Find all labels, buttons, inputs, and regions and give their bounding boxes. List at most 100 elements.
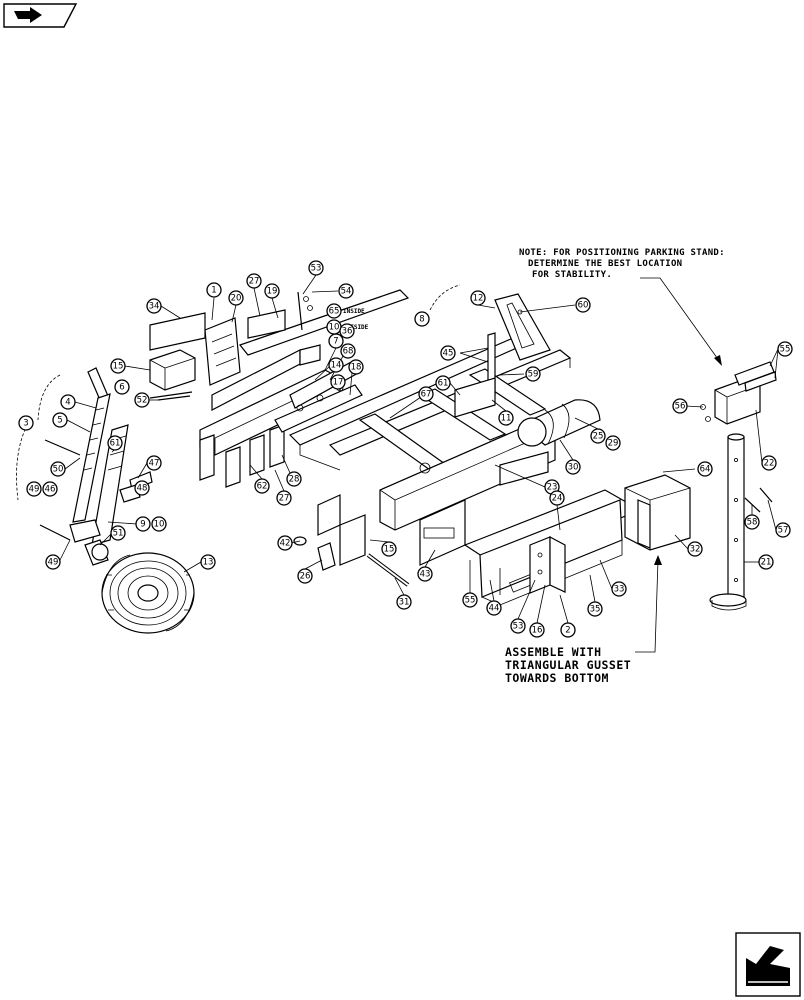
loose-hardware	[157, 290, 431, 587]
callout-circle	[525, 366, 541, 382]
part-callout: 12	[470, 290, 486, 306]
callout-circle	[264, 283, 280, 299]
part-callout: 15	[110, 358, 126, 374]
callout-circle	[50, 461, 66, 477]
callout-circle	[565, 459, 581, 475]
callout-number: 31	[399, 598, 410, 608]
callout-number: 64	[700, 465, 711, 475]
part-callout: 6	[114, 379, 130, 395]
part-callout: 65	[326, 303, 342, 319]
part-callout: 11	[498, 410, 514, 426]
callout-circle	[440, 345, 456, 361]
part-callout: 67	[418, 386, 434, 402]
callout-circle	[381, 541, 397, 557]
part-callout: 2	[560, 622, 576, 638]
tongue-jack	[16, 367, 153, 566]
callout-number: 49	[48, 558, 59, 568]
callout-number: 65	[329, 307, 340, 317]
wheel	[101, 552, 195, 634]
callout-circle	[498, 410, 514, 426]
callout-circle	[417, 566, 433, 582]
part-callout: 52	[134, 392, 150, 408]
part-callout: 62	[254, 478, 270, 494]
back-nav-icon[interactable]	[3, 3, 78, 28]
main-frame	[199, 289, 642, 606]
callout-number: 55	[465, 596, 476, 606]
part-callout: 60	[575, 297, 591, 313]
callout-number: 59	[528, 370, 539, 380]
callout-circle	[775, 522, 791, 538]
callout-circle	[396, 594, 412, 610]
callout-circle	[672, 398, 688, 414]
callout-number: 52	[137, 396, 148, 406]
note-line-2: DETERMINE THE BEST LOCATION	[528, 259, 682, 269]
callout-number: 58	[747, 518, 758, 528]
callout-circle	[587, 601, 603, 617]
callout-number: 42	[280, 539, 291, 549]
callout-number: 14	[331, 361, 342, 371]
outside-label: OUTSIDE	[343, 324, 369, 331]
part-callout: 55	[462, 592, 478, 608]
callout-circle	[529, 622, 545, 638]
callout-number: 54	[341, 287, 352, 297]
callout-number: 27	[249, 277, 260, 287]
callout-number: 61	[110, 439, 121, 449]
callout-circle	[308, 260, 324, 276]
tool-box	[624, 468, 696, 551]
part-callout: 1	[206, 282, 222, 298]
callout-circle	[135, 516, 151, 532]
callout-number: 16	[532, 626, 543, 636]
callout-circle	[348, 359, 364, 375]
callout-circle	[60, 394, 76, 410]
part-callout: 55	[777, 341, 793, 357]
callout-number: 11	[501, 414, 512, 424]
assemble-arrowhead	[654, 555, 662, 565]
part-callout: 20	[228, 290, 244, 306]
part-callout: 36	[339, 323, 355, 339]
callout-number: 18	[351, 363, 362, 373]
callout-number: 34	[149, 302, 160, 312]
callout-circle	[254, 478, 270, 494]
callout-circle	[134, 392, 150, 408]
part-callout: 16	[529, 622, 545, 638]
callout-number: 36	[342, 327, 353, 337]
note-block: NOTE: FOR POSITIONING PARKING STAND: DET…	[519, 248, 725, 280]
callout-circle	[758, 554, 774, 570]
part-callout: 14	[328, 357, 344, 373]
callout-circle	[45, 554, 61, 570]
callout-number: 44	[489, 604, 500, 614]
callout-circle	[560, 622, 576, 638]
callout-circle	[697, 461, 713, 477]
part-callout: 22	[761, 455, 777, 471]
part-callout: 58	[744, 514, 760, 530]
callout-number: 12	[473, 294, 484, 304]
callout-circle	[575, 297, 591, 313]
part-callout: 7	[328, 333, 344, 349]
callout-circle	[110, 525, 126, 541]
next-nav-icon[interactable]	[735, 932, 801, 997]
callout-circle	[200, 554, 216, 570]
callout-circle	[297, 568, 313, 584]
callout-circle	[110, 358, 126, 374]
part-callout: 43	[417, 566, 433, 582]
callout-number: 51	[113, 529, 124, 539]
callout-circle	[151, 516, 167, 532]
part-callout: 47	[146, 455, 162, 471]
callout-circle	[744, 514, 760, 530]
callout-number: 56	[675, 402, 686, 412]
part-callout: 33	[611, 581, 627, 597]
callout-number: 33	[614, 585, 625, 595]
assemble-note: ASSEMBLE WITH TRIANGULAR GUSSET TOWARDS …	[505, 645, 631, 685]
callout-number: 62	[257, 482, 268, 492]
callout-number: 5	[57, 416, 62, 426]
callout-number: 55	[780, 345, 791, 355]
part-callout: 27	[276, 490, 292, 506]
part-callout: 29	[605, 435, 621, 451]
callout-number: 15	[384, 545, 395, 555]
callout-circle	[276, 490, 292, 506]
callout-number: 30	[568, 463, 579, 473]
part-callout: 59	[525, 366, 541, 382]
callout-number: 2	[565, 626, 570, 636]
assemble-line-2: TRIANGULAR GUSSET	[505, 658, 631, 672]
